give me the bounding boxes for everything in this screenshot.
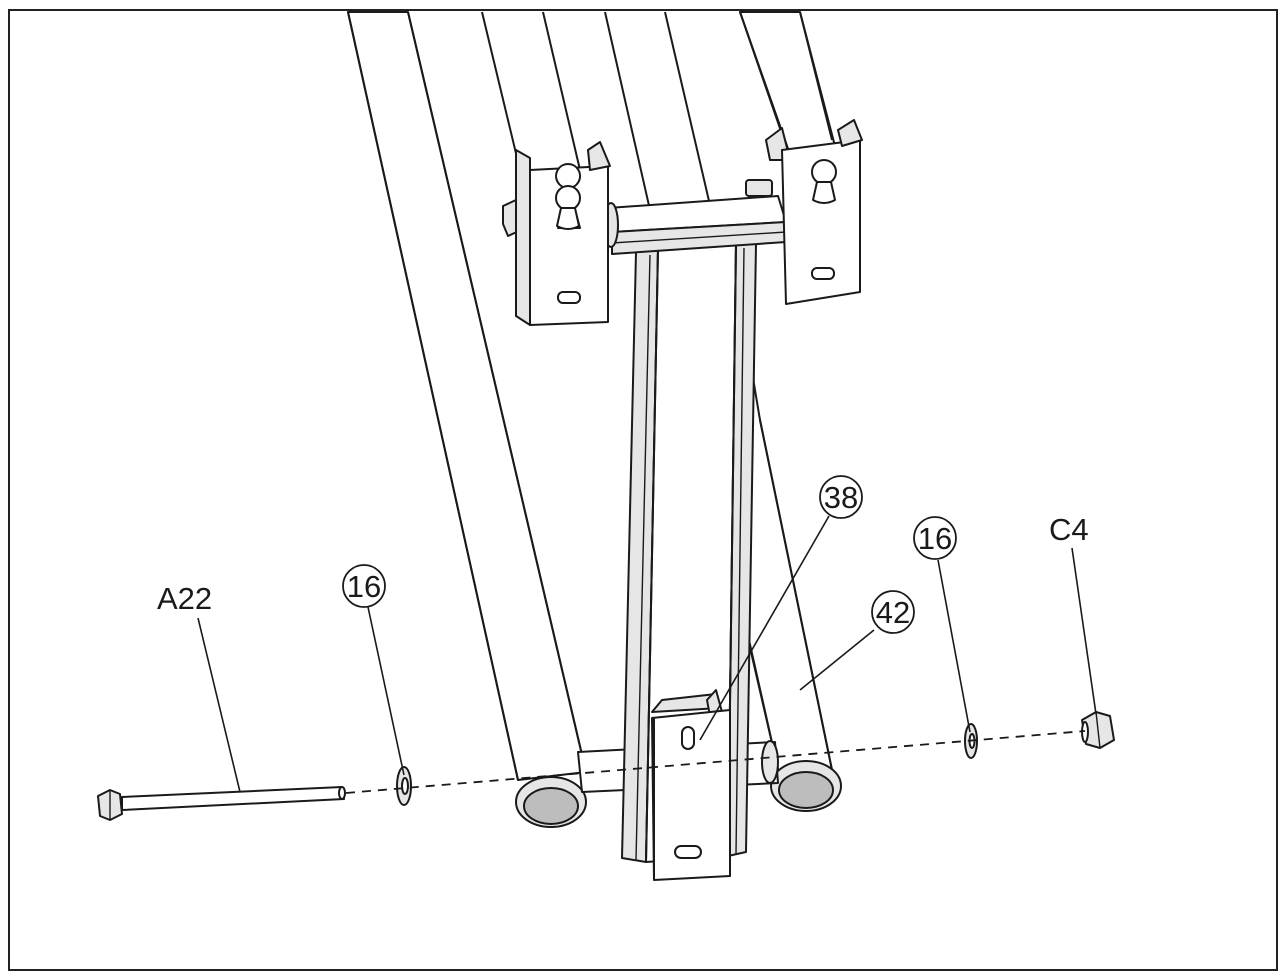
- left-upper-bracket: [515, 141, 611, 326]
- callout-tube-42: 42: [876, 595, 910, 630]
- leader-tube-42: [799, 629, 875, 691]
- callout-bubble-washer-right: [913, 516, 957, 560]
- right-tube-end: [770, 760, 842, 812]
- right-upper-bracket: [765, 119, 863, 305]
- leader-nut-c4: [1071, 547, 1097, 715]
- callout-washer-left: 16: [347, 569, 381, 604]
- washer-left: [396, 766, 412, 806]
- leader-washer-left: [367, 606, 405, 776]
- callout-a22: A22: [157, 581, 212, 616]
- callout-c4: C4: [1049, 512, 1089, 547]
- leader-a22: [197, 617, 241, 793]
- bolt-a22: [97, 786, 346, 821]
- callout-bubble-42: [871, 590, 915, 634]
- callout-bracket-38: 38: [824, 480, 858, 515]
- nut-c4: [1081, 711, 1115, 749]
- left-tube: [347, 11, 587, 781]
- drawing-border: [8, 9, 1278, 971]
- callout-bubble-washer-left: [342, 564, 386, 608]
- lower-bracket: [651, 689, 731, 881]
- callout-washer-right: 16: [918, 521, 952, 556]
- callout-bubble-38: [819, 475, 863, 519]
- top-cross-bar: [603, 195, 787, 255]
- leader-washer-right: [937, 559, 971, 733]
- leader-bracket-38: [699, 515, 830, 741]
- assembly-axis-line: [345, 730, 1086, 794]
- left-tube-end: [515, 776, 587, 828]
